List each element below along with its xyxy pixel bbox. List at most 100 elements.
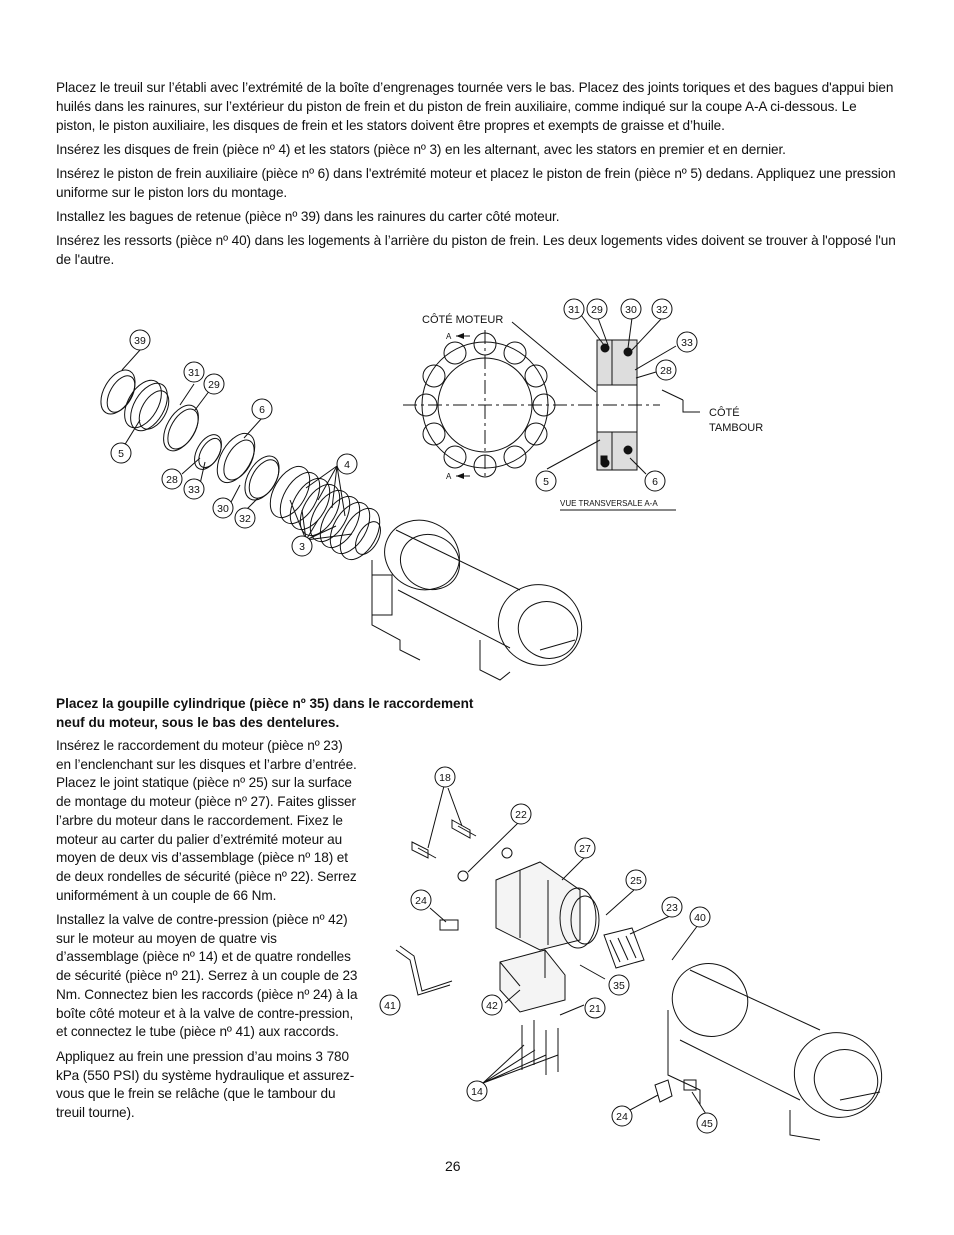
instruction-paragraph-4: Installez les bagues de retenue (pièce n… <box>56 209 560 224</box>
svg-text:30: 30 <box>217 503 229 515</box>
tube-41 <box>395 949 451 996</box>
callout-6: 6 <box>251 398 273 420</box>
callout-section-31: 31 <box>563 298 585 320</box>
callout-section-28: 28 <box>655 359 677 381</box>
capscrews-14 <box>521 1020 559 1075</box>
callout-31: 31 <box>183 361 205 383</box>
svg-text:45: 45 <box>701 1118 713 1130</box>
fitting-45 <box>683 1079 697 1091</box>
callout-21: 21 <box>584 997 606 1019</box>
callout-28: 28 <box>161 468 183 490</box>
brake-piston-5 <box>124 379 170 432</box>
svg-text:42: 42 <box>486 1000 498 1012</box>
callout-section-5: 5 <box>535 470 557 492</box>
svg-text:27: 27 <box>579 843 591 855</box>
callout-35: 35 <box>608 974 630 996</box>
page-number: 26 <box>445 1158 461 1174</box>
instruction-paragraph-1: Placez le treuil sur l’établi avec l’ext… <box>56 80 894 133</box>
motor-paragraph-1: Insérez le raccordement du moteur (pièce… <box>56 738 357 903</box>
svg-text:35: 35 <box>613 980 625 992</box>
svg-text:29: 29 <box>208 379 220 391</box>
callout-24b: 24 <box>611 1105 633 1127</box>
callout-42: 42 <box>481 994 503 1016</box>
svg-text:33: 33 <box>681 337 693 349</box>
section-cut-view <box>560 339 700 511</box>
label-cote-moteur: CÔTÉ MOTEUR <box>422 313 503 326</box>
motor-paragraph-2: Installez la valve de contre-pression (p… <box>56 912 358 1040</box>
label-cote-tambour-2: TAMBOUR <box>709 422 763 434</box>
section-end-view <box>403 330 660 480</box>
backup-ring-30 <box>244 455 280 501</box>
brake-assembly-figure: CÔTÉ MOTEUR A A CÔTÉ TAMBOUR VUE TRANSVE… <box>100 298 763 681</box>
svg-text:6: 6 <box>652 476 658 488</box>
callout-3: 3 <box>291 535 313 557</box>
svg-text:33: 33 <box>188 484 200 496</box>
svg-text:41: 41 <box>384 1000 396 1012</box>
callout-5: 5 <box>110 442 132 464</box>
winch-drum <box>371 519 583 681</box>
motor-coupling-23 <box>603 927 645 969</box>
svg-text:5: 5 <box>118 448 124 460</box>
capscrews-18 <box>411 819 477 859</box>
fitting-24a <box>439 919 459 931</box>
svg-text:23: 23 <box>666 902 678 914</box>
callout-25: 25 <box>625 869 647 891</box>
instruction-paragraph-5: Insérez les ressorts (pièce nº 40) dans … <box>56 233 896 267</box>
svg-text:29: 29 <box>591 304 603 316</box>
callout-32: 32 <box>234 507 256 529</box>
callout-41: 41 <box>379 994 401 1016</box>
svg-text:31: 31 <box>568 304 580 316</box>
aux-piston-6 <box>216 432 256 484</box>
winch-drum-2 <box>667 963 883 1141</box>
label-section: VUE TRANSVERSALE A-A <box>560 499 658 508</box>
motor-leaders <box>427 785 707 1115</box>
svg-text:28: 28 <box>660 365 672 377</box>
callout-40: 40 <box>689 906 711 928</box>
counterbalance-valve-42 <box>499 949 566 1013</box>
callout-section-30: 30 <box>620 298 642 320</box>
svg-text:40: 40 <box>694 912 706 924</box>
label-cote-tambour-1: CÔTÉ <box>709 406 740 419</box>
instruction-paragraph-3: Insérez le piston de frein auxiliaire (p… <box>56 166 896 200</box>
callout-section-6: 6 <box>644 470 666 492</box>
svg-text:32: 32 <box>656 304 668 316</box>
callout-39: 39 <box>129 329 151 351</box>
svg-text:18: 18 <box>439 772 451 784</box>
label-a-bottom: A <box>446 472 452 481</box>
callout-27: 27 <box>574 837 596 859</box>
brake-disc-stack <box>269 465 381 561</box>
svg-text:14: 14 <box>471 1086 483 1098</box>
fitting-24b <box>654 1079 673 1103</box>
callout-22: 22 <box>510 803 532 825</box>
svg-text:24: 24 <box>415 895 427 907</box>
callout-18: 18 <box>434 766 456 788</box>
motor-paragraph-3: Appliquez au frein une pression d’au moi… <box>56 1049 355 1121</box>
callout-33: 33 <box>183 478 205 500</box>
section-heading: Placez la goupille cylindrique (pièce nº… <box>56 696 474 730</box>
callout-30: 30 <box>212 497 234 519</box>
label-a-top: A <box>446 332 452 341</box>
callout-section-33: 33 <box>676 331 698 353</box>
callout-4: 4 <box>336 453 358 475</box>
o-ring-31 <box>163 404 199 452</box>
svg-text:3: 3 <box>299 541 305 553</box>
svg-text:28: 28 <box>166 474 178 486</box>
callout-24a: 24 <box>410 889 432 911</box>
hydraulic-motor-27 <box>495 861 600 951</box>
svg-text:4: 4 <box>344 459 350 471</box>
instruction-paragraph-2: Insérez les disques de frein (pièce nº 4… <box>56 142 786 157</box>
callout-29: 29 <box>203 373 225 395</box>
callout-section-29: 29 <box>586 298 608 320</box>
svg-text:22: 22 <box>515 809 527 821</box>
callout-section-32: 32 <box>651 298 673 320</box>
svg-text:5: 5 <box>543 476 549 488</box>
svg-text:21: 21 <box>589 1003 601 1015</box>
svg-text:24: 24 <box>616 1111 628 1123</box>
callout-45: 45 <box>696 1112 718 1134</box>
svg-text:25: 25 <box>630 875 642 887</box>
o-ring-28 <box>194 434 222 470</box>
section-leaders <box>121 314 677 541</box>
svg-text:6: 6 <box>259 404 265 416</box>
svg-text:32: 32 <box>239 513 251 525</box>
callout-14: 14 <box>466 1080 488 1102</box>
